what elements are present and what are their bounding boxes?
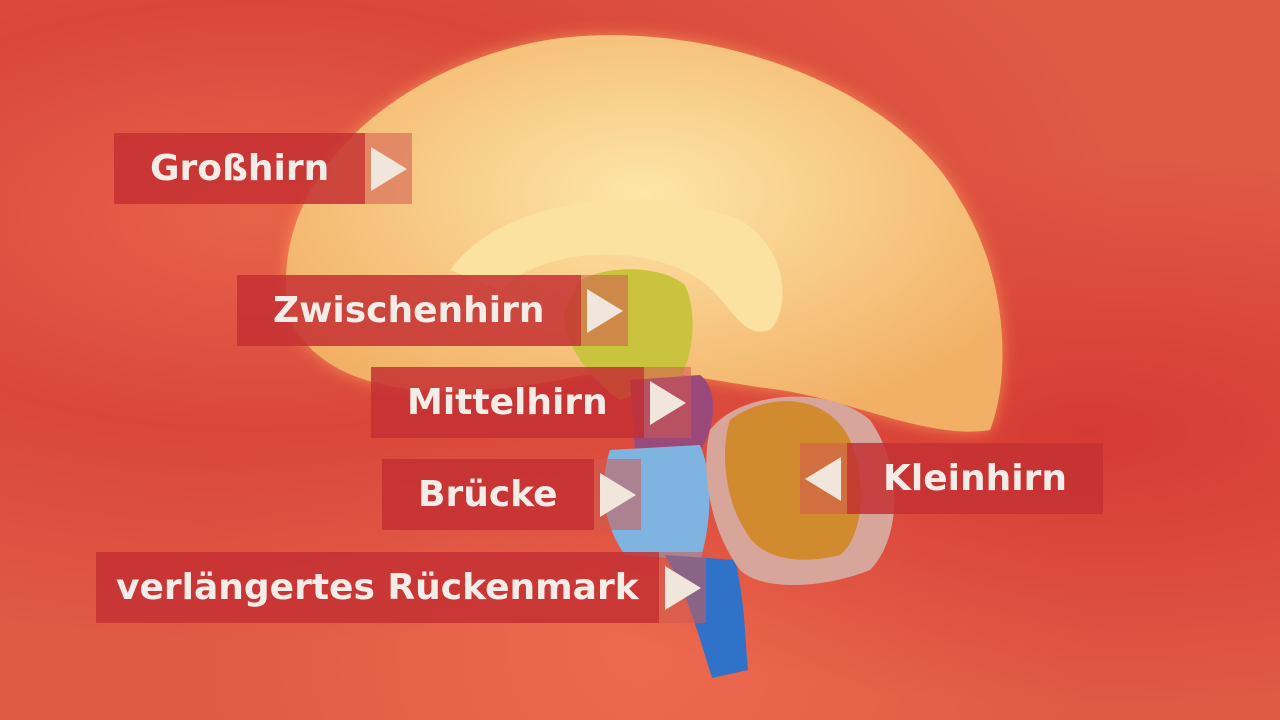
label-bruecke: Brücke — [382, 459, 641, 530]
arrow-right-icon — [593, 459, 641, 530]
label-verlaengertes-rueckenmark: verlängertes Rückenmark — [96, 552, 706, 623]
corpus-callosum — [450, 199, 783, 332]
label-text: Brücke — [382, 459, 594, 530]
label-text: Großhirn — [114, 133, 366, 204]
arrow-right-icon — [580, 275, 628, 346]
cerebellum — [725, 401, 861, 560]
label-kleinhirn: Kleinhirn — [800, 443, 1103, 514]
label-text: verlängertes Rückenmark — [96, 552, 659, 623]
arrow-right-icon — [658, 552, 706, 623]
label-text: Mittelhirn — [371, 367, 644, 438]
label-grosshirn: Großhirn — [114, 133, 413, 204]
arrow-right-icon — [365, 133, 413, 204]
label-zwischenhirn: Zwischenhirn — [237, 275, 628, 346]
label-mittelhirn: Mittelhirn — [371, 367, 691, 438]
arrow-left-icon — [800, 443, 847, 514]
label-text: Zwischenhirn — [237, 275, 581, 346]
label-text: Kleinhirn — [847, 443, 1103, 514]
arrow-right-icon — [643, 367, 691, 438]
